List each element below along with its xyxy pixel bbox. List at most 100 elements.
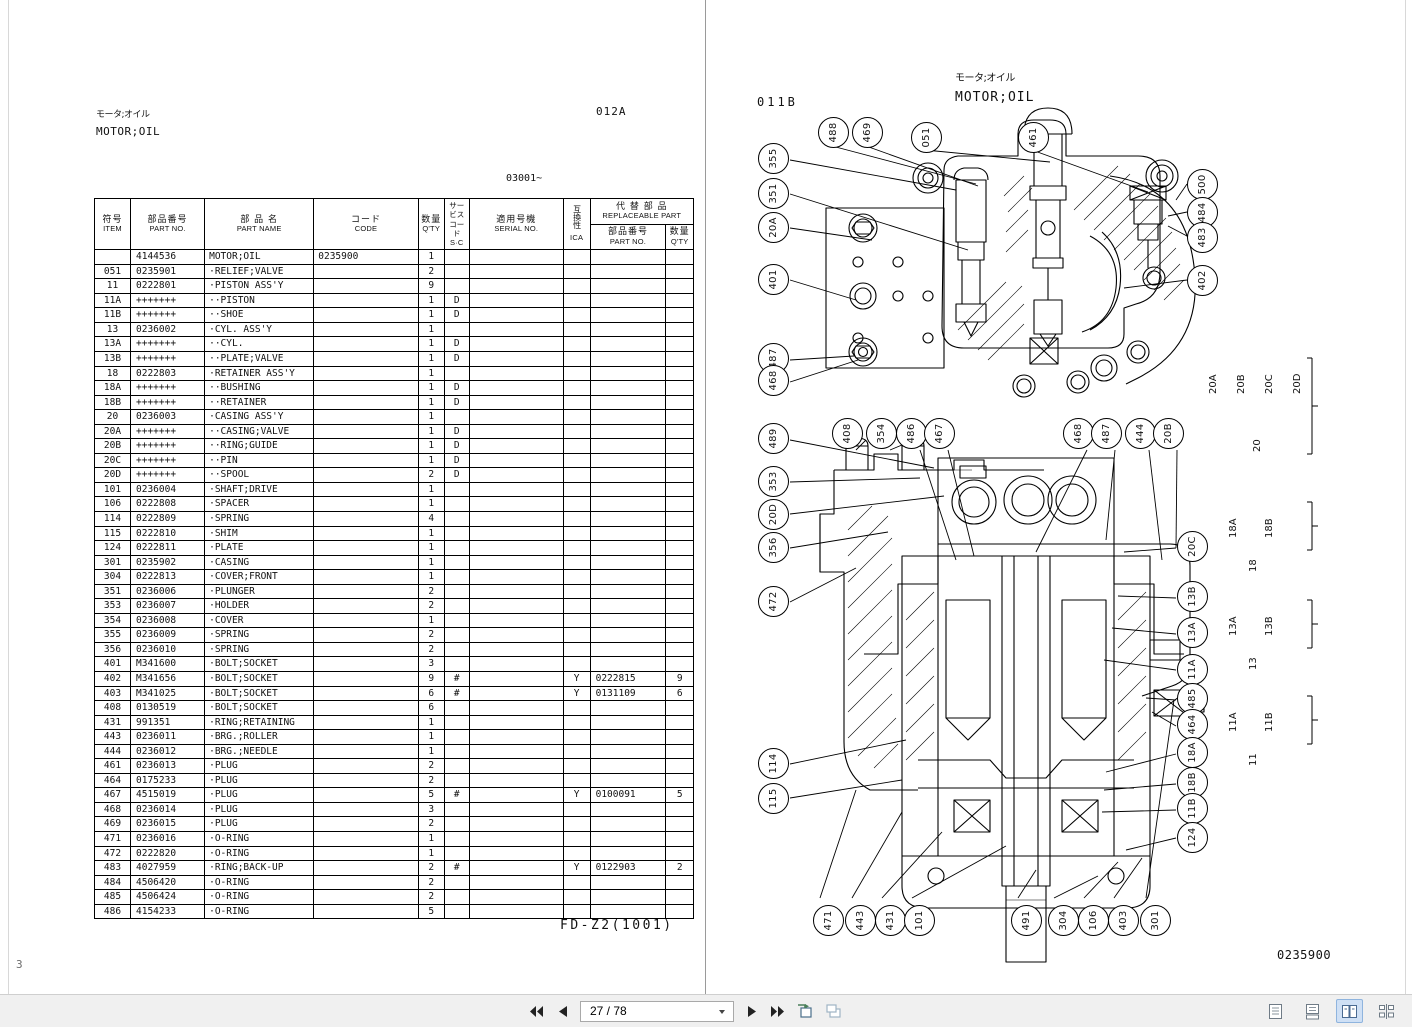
chevron-down-icon[interactable] xyxy=(719,1009,725,1014)
callout-balloon[interactable]: 101 xyxy=(904,905,935,936)
callout-balloon[interactable]: 468 xyxy=(758,365,789,396)
callout-balloon[interactable]: 403 xyxy=(1108,905,1139,936)
callout-balloon[interactable]: 355 xyxy=(758,143,789,174)
callout-balloon[interactable]: 351 xyxy=(758,178,789,209)
callout-balloon[interactable]: 20B xyxy=(1153,418,1184,449)
callout-balloon[interactable]: 11B xyxy=(1177,793,1208,824)
callout-balloon[interactable]: 18A xyxy=(1177,737,1208,768)
callout-balloon[interactable]: 13B xyxy=(1177,581,1208,612)
callout-balloon[interactable]: 301 xyxy=(1140,905,1171,936)
callout-balloon[interactable]: 469 xyxy=(852,117,883,148)
callout-balloon[interactable]: 467 xyxy=(924,418,955,449)
callout-balloon[interactable]: 443 xyxy=(845,905,876,936)
callout-balloon[interactable]: 304 xyxy=(1048,905,1079,936)
previous-page-button[interactable] xyxy=(554,1003,571,1020)
callout-balloon[interactable]: 488 xyxy=(818,117,849,148)
callout-balloon[interactable]: 444 xyxy=(1125,418,1156,449)
callout-balloon[interactable]: 401 xyxy=(758,264,789,295)
callout-balloon[interactable]: 402 xyxy=(1187,265,1218,296)
callout-balloon[interactable]: 11A xyxy=(1177,654,1208,685)
page-number-input[interactable]: 27 / 78 xyxy=(580,1000,734,1022)
callout-balloon[interactable]: 491 xyxy=(1011,905,1042,936)
callout-balloon[interactable]: 106 xyxy=(1078,905,1109,936)
callout-balloon[interactable]: 486 xyxy=(896,418,927,449)
view-split-button[interactable] xyxy=(1373,999,1400,1023)
callout-balloon[interactable]: 353 xyxy=(758,466,789,497)
callout-balloon[interactable]: 461 xyxy=(1018,122,1049,153)
copy-icon[interactable] xyxy=(824,1003,844,1020)
callout-balloon[interactable]: 500 xyxy=(1187,169,1218,200)
export-icon[interactable] xyxy=(795,1003,815,1020)
callout-balloon[interactable]: 464 xyxy=(1177,709,1208,740)
view-facing-pages-button[interactable] xyxy=(1336,999,1363,1023)
callout-balloon[interactable]: 115 xyxy=(758,783,789,814)
last-page-button[interactable] xyxy=(769,1003,786,1020)
view-single-page-button[interactable] xyxy=(1262,999,1289,1023)
callout-balloon[interactable]: 354 xyxy=(866,418,897,449)
callout-balloon[interactable]: 20C xyxy=(1177,531,1208,562)
callout-balloon[interactable]: 431 xyxy=(875,905,906,936)
callout-balloon[interactable]: 472 xyxy=(758,586,789,617)
callout-balloon[interactable]: 114 xyxy=(758,748,789,779)
callout-balloon[interactable]: 124 xyxy=(1177,822,1208,853)
callout-balloon[interactable]: 356 xyxy=(758,532,789,563)
view-continuous-button[interactable] xyxy=(1299,999,1326,1023)
callout-balloon[interactable]: 13A xyxy=(1177,617,1208,648)
callout-balloon[interactable]: 408 xyxy=(832,418,863,449)
callout-balloon[interactable]: 468 xyxy=(1063,418,1094,449)
callout-balloon[interactable]: 483 xyxy=(1187,222,1218,253)
callout-balloon[interactable]: 489 xyxy=(758,423,789,454)
callout-balloon[interactable]: 051 xyxy=(911,122,942,153)
next-page-button[interactable] xyxy=(743,1003,760,1020)
first-page-button[interactable] xyxy=(528,1003,545,1020)
callout-balloon[interactable]: 20D xyxy=(758,499,789,530)
callout-balloon[interactable]: 487 xyxy=(1091,418,1122,449)
